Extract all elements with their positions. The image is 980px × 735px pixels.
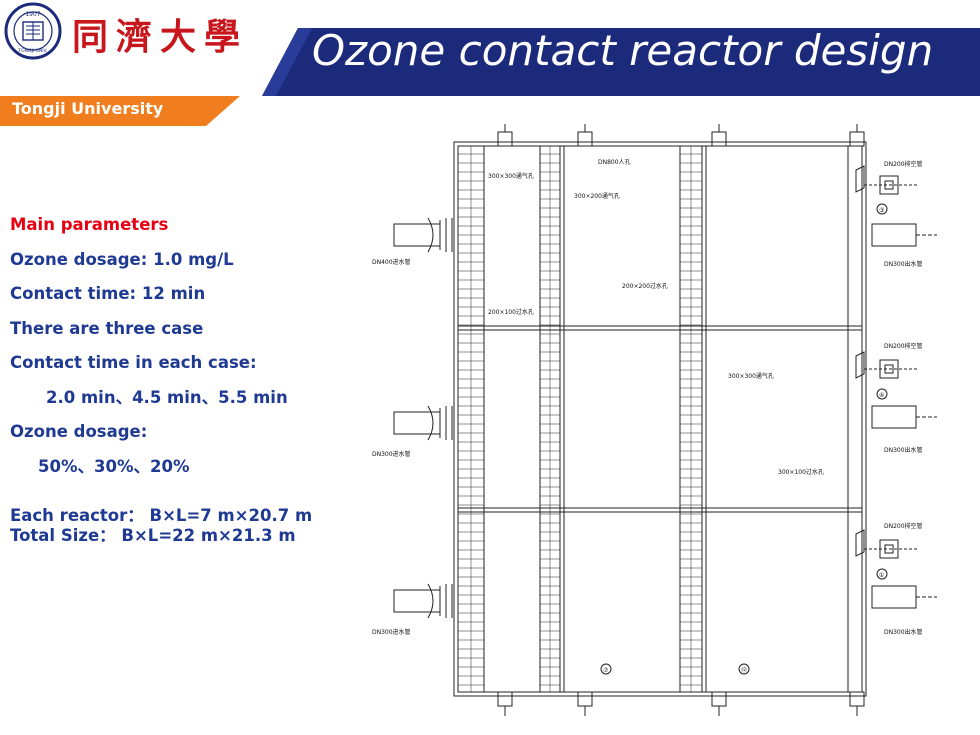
- baffle-column-2: [539, 146, 565, 692]
- svg-text:1907: 1907: [25, 11, 40, 18]
- ozone-dosage-text: Ozone dosage: 1.0 mg/L: [10, 249, 234, 269]
- title-band-shape: [262, 28, 980, 96]
- reactor-size-text: Each reactor： B×L=7 m×20.7 m: [10, 506, 313, 525]
- overflow-label-3: 300×100过水孔: [778, 468, 824, 476]
- exhaust-pipe-label-1: DN200排空管: [884, 160, 923, 168]
- university-ribbon: [0, 96, 240, 126]
- svg-text:TONGJI UNIV.: TONGJI UNIV.: [17, 48, 47, 54]
- header-band: [262, 28, 980, 96]
- outlet-pipe-3: [855, 529, 937, 609]
- total-size-text: Total Size： B×L=22 m×21.3 m: [10, 526, 296, 545]
- vent-label-3: 300×300通气孔: [728, 372, 774, 380]
- each-case-values: 2.0 min、4.5 min、5.5 min: [46, 387, 288, 407]
- reactor-plan-drawing: DN400进水管 DN300进水管 DN300进水管 DN200排空管 DN20…: [372, 124, 937, 716]
- inlet-pipe-1: [393, 217, 453, 253]
- dosage-label: Ozone dosage:: [10, 422, 148, 441]
- inlet-pipe-label-3: DN300进水管: [372, 628, 411, 636]
- top-pillars: [497, 124, 865, 147]
- marker-label-b: ⑦: [603, 667, 609, 674]
- parameters-heading: Main parameters: [10, 215, 169, 234]
- outer-wall: [453, 141, 867, 697]
- outlet-pipe-1: [855, 165, 937, 247]
- cases-text: There are three case: [10, 318, 204, 338]
- outlet-pipe-label-1: DN300出水管: [884, 260, 923, 268]
- outlet-pipe-label-2: DN300出水管: [884, 446, 923, 454]
- marker-label-1: ①: [879, 572, 884, 579]
- exhaust-pipe-label-2: DN200排空管: [884, 342, 923, 350]
- title-band-edge: [262, 28, 312, 96]
- manhole-label: DN800人孔: [598, 158, 631, 166]
- parameters-panel: Main parameters Ozone dosage: 1.0 mg/L C…: [10, 208, 312, 546]
- overflow-label-2: 200×100过水孔: [488, 308, 534, 316]
- inlet-pipe-2: [393, 405, 453, 441]
- overflow-label-1: 200×200过水孔: [622, 282, 668, 290]
- university-english-name: Tongji University: [12, 99, 164, 118]
- outlet-pipe-label-3: DN300出水管: [884, 628, 923, 636]
- inlet-pipe-label-1: DN400进水管: [372, 258, 411, 266]
- inlet-pipe-label-2: DN300进水管: [372, 450, 411, 458]
- dosage-values: 50%、30%、20%: [38, 456, 190, 476]
- exhaust-pipe-label-3: DN200排空管: [884, 522, 923, 530]
- vent-label-1: 300×300通气孔: [488, 172, 534, 180]
- baffle-column-3: [679, 146, 707, 692]
- inlet-pipe-3: [393, 583, 453, 619]
- contact-time-text: Contact time: 12 min: [10, 284, 206, 303]
- vent-label-2: 300×200通气孔: [574, 192, 620, 200]
- slide-title: Ozone contact reactor design: [312, 26, 934, 75]
- bottom-pillars: [497, 691, 865, 716]
- each-case-label: Contact time in each case:: [10, 353, 257, 372]
- university-seal-logo: 1907 TONGJI UNIV.: [4, 2, 62, 60]
- baffle-column-1: [457, 146, 485, 692]
- outlet-pipe-2: [855, 351, 937, 429]
- marker-circle: [876, 203, 888, 215]
- university-chinese-name: 同濟大學: [72, 16, 249, 58]
- marker-label-c: ⑫: [741, 666, 747, 674]
- marker-label-3: ③: [879, 207, 884, 214]
- marker-label-4: ④: [879, 392, 884, 399]
